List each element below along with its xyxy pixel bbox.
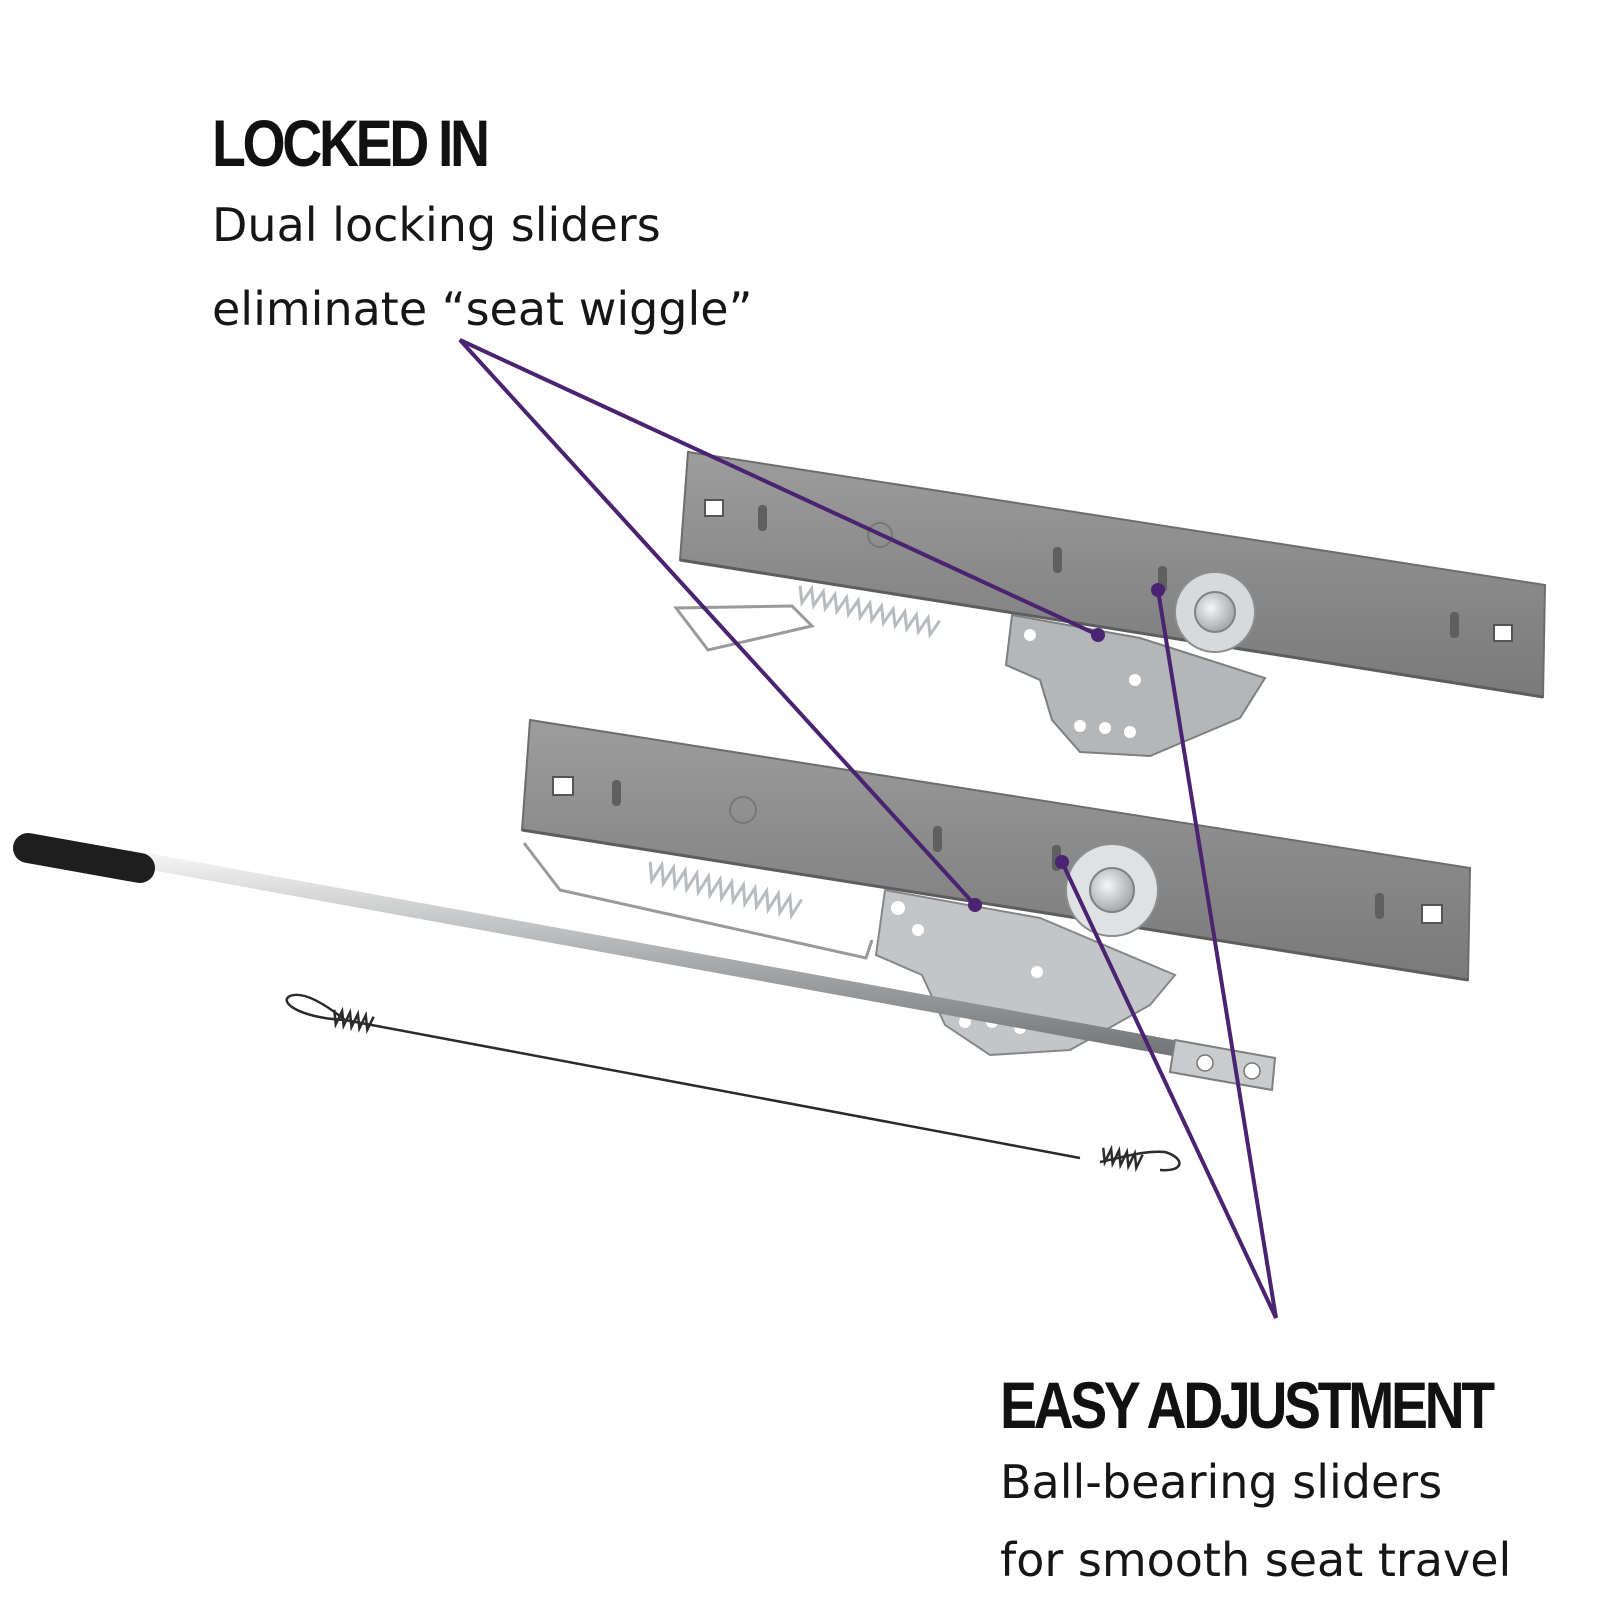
feature-line: Dual locking sliders [212,198,661,252]
upper-latch-hole [1124,726,1136,738]
lower-latch-hole [959,1016,971,1028]
lower-rail-stamp [729,796,757,824]
lower-rail-hole [552,776,574,796]
handle-end-hole [1243,1062,1261,1080]
callout-locked-in [458,338,1105,912]
callout-dot [1091,628,1105,642]
lower-rail-hole [1421,904,1443,924]
feature-line: for smooth seat travel [1000,1533,1512,1587]
lower-rail-slot [933,826,942,852]
lower-rail-edge [521,828,1469,982]
upper-wire [673,604,815,652]
feature-easy-adjustment: EASY ADJUSTMENT Ball-bearing sliders for… [1000,1372,1585,1594]
lower-rail-slot [612,780,621,806]
upper-spring [798,584,941,639]
upper-bearing-bolt [1194,591,1236,633]
upper-slider [673,450,1547,758]
lower-latch-hole [912,924,924,936]
upper-rail-hole [1493,624,1513,642]
tie-wire-spring [1102,1144,1144,1173]
release-handle [13,833,1277,1092]
callout-line [458,338,1099,907]
feature-line: Ball-bearing sliders [1000,1455,1443,1509]
handle-rod [122,850,1258,1070]
upper-latch-hole [1129,674,1141,686]
tie-wire-hook [285,993,346,1022]
lower-latch-hole [1031,966,1043,978]
handle-end-hole [1196,1054,1214,1072]
callout-dot [1151,583,1165,597]
tie-wire-line [344,1018,1081,1160]
upper-rail-hole [704,499,724,517]
callout-line [1060,589,1278,1319]
upper-rail-edge [679,558,1544,699]
upper-rail-slot [1053,547,1062,573]
upper-latch-hole [1024,629,1036,641]
lower-latch-hole [891,901,905,915]
callout-dot [968,898,982,912]
handle-grip [13,833,155,883]
upper-rail-slot [1450,612,1459,638]
tie-wire-spring [333,1006,375,1035]
callout-easy-adjustment [1055,583,1278,1319]
upper-latch-hole [1074,720,1086,732]
lower-wire [522,842,874,960]
feature-title: EASY ADJUSTMENT [1000,1368,1495,1442]
feature-line: eliminate “seat wiggle” [212,282,753,336]
lower-slider [520,718,1472,1057]
upper-latch-hole [1099,722,1111,734]
lower-spring [648,860,803,921]
tie-wire-hook [1099,1150,1181,1172]
callout-dot [1055,855,1069,869]
tie-wire [285,993,1181,1173]
handle-end-plate [1168,1038,1277,1092]
feature-title: LOCKED IN [212,106,490,180]
upper-rail-stamp [867,522,893,548]
upper-rail-slot [758,505,767,531]
lower-bearing-bolt [1089,867,1135,913]
feature-locked-in: LOCKED IN Dual locking sliders eliminate… [212,110,752,344]
lower-rail-slot [1375,893,1384,919]
